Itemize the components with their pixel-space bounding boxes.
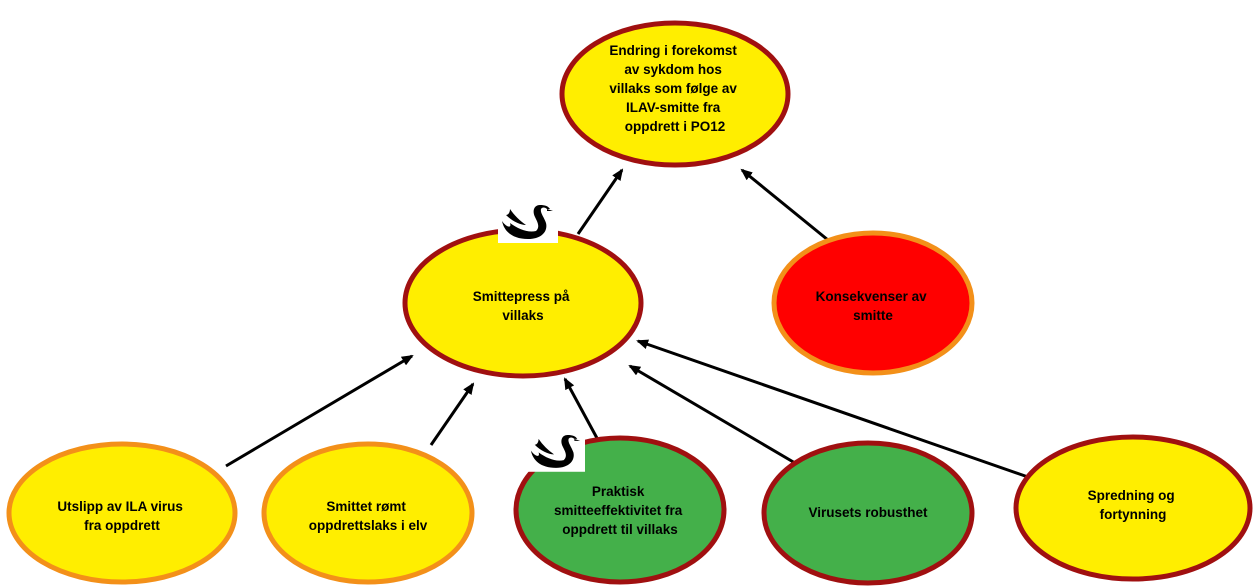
edge-utslipp-to-smittepress xyxy=(225,354,414,468)
node-konsekvenser-label: Konsekvenser av smitte xyxy=(816,289,931,323)
node-spredning: Spredning og fortynning xyxy=(1013,434,1253,582)
node-konsekvenser: Konsekvenser av smitte xyxy=(771,230,975,376)
edge-romt-to-smittepress xyxy=(429,382,475,446)
node-utslipp-label: Utslipp av ILA virus fra oppdrett xyxy=(57,499,186,533)
edge-robusthet-to-smittepress xyxy=(628,364,796,465)
node-romt: Smittet rømt oppdrettslaks i elv xyxy=(261,441,475,585)
node-robusthet: Virusets robusthet xyxy=(761,440,975,586)
edge-smittepress-to-top xyxy=(576,168,624,235)
black-swan-icon xyxy=(527,429,585,472)
edge-spredning-to-smittepress xyxy=(636,339,1029,479)
edge-konsekvenser-to-top xyxy=(740,168,829,242)
edge-praktisk-to-smittepress xyxy=(563,377,600,441)
node-smittepress-label: Smittepress på villaks xyxy=(473,289,574,323)
node-romt-label: Smittet rømt oppdrettslaks i elv xyxy=(309,499,428,533)
node-praktisk: Praktisk smitteeffektivitet fra oppdrett… xyxy=(513,435,727,585)
node-smittepress: Smittepress på villaks xyxy=(402,227,644,379)
edges xyxy=(225,168,1029,479)
node-praktisk-label: Praktisk smitteeffektivitet fra oppdrett… xyxy=(554,484,686,537)
node-top: Endring i forekomst av sykdom hos villak… xyxy=(559,20,791,168)
black-swan-icon xyxy=(498,199,558,243)
node-robusthet-label: Virusets robusthet xyxy=(808,505,928,520)
node-utslipp: Utslipp av ILA virus fra oppdrett xyxy=(6,441,238,585)
node-top-label: Endring i forekomst av sykdom hos villak… xyxy=(609,43,740,134)
node-spredning-label: Spredning og fortynning xyxy=(1088,488,1179,522)
